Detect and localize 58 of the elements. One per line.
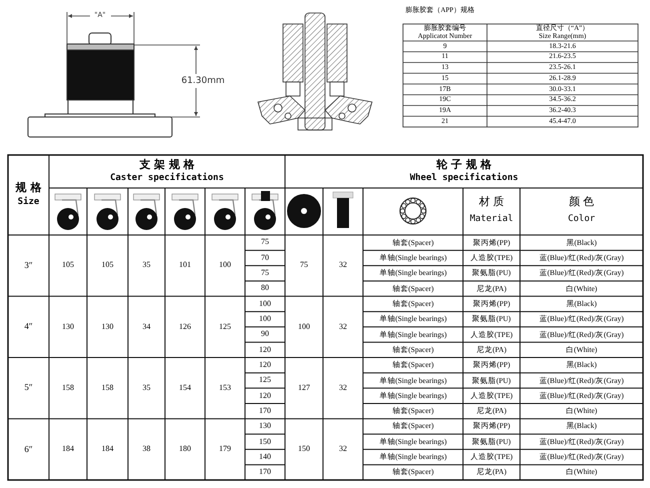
size-label: 5″	[24, 383, 33, 393]
table-value: 170	[259, 468, 271, 477]
table-value: 184	[62, 445, 74, 454]
table-value: 140	[259, 452, 271, 462]
column-header: Caster specifications	[110, 174, 224, 184]
column-header: Material	[470, 215, 514, 225]
table-value: 125	[219, 322, 231, 332]
table-value: 130	[62, 322, 74, 332]
size-label: 3″	[24, 260, 33, 270]
table-value: 127	[298, 384, 310, 392]
table-value: 32	[339, 322, 347, 332]
table-value: 120	[259, 360, 271, 370]
table-value: 179	[219, 445, 231, 454]
table-value: 32	[339, 261, 347, 270]
table-value: 70	[261, 254, 269, 262]
table-value: 100	[259, 300, 271, 308]
table-value: 35	[142, 261, 150, 270]
column-header: 材 质	[478, 196, 504, 208]
table-value: 34	[142, 322, 150, 332]
table-value: 184	[102, 445, 114, 454]
table-value: 105	[62, 261, 74, 270]
table-value: 32	[339, 445, 347, 454]
table-value: 105	[102, 261, 114, 270]
table-value: 126	[179, 322, 191, 332]
table-value: 100	[219, 261, 231, 270]
column-header: 轮 子 规 格	[436, 158, 492, 170]
table-value: 120	[259, 392, 271, 400]
column-header: 规 格	[16, 182, 42, 194]
column-header: 颜 色	[568, 196, 594, 208]
table-value: 130	[102, 322, 114, 332]
table-value: 75	[261, 238, 269, 247]
table-value: 125	[259, 376, 271, 385]
table-value: 120	[259, 346, 271, 354]
table-value: 158	[62, 384, 74, 392]
table-value: 170	[259, 406, 271, 416]
column-header: 支 架 规 格	[139, 158, 195, 170]
table-value: 90	[261, 330, 269, 339]
table-value: 35	[142, 384, 150, 392]
table-value: 101	[179, 261, 191, 270]
column-header: Wheel specifications	[410, 174, 518, 184]
table-value: 38	[142, 445, 150, 454]
table-value: 154	[179, 384, 191, 392]
table-value: 153	[219, 384, 231, 392]
table-value: 32	[339, 384, 347, 392]
table-value: 75	[261, 269, 269, 278]
size-label: 4″	[24, 322, 33, 332]
table-value: 75	[300, 261, 308, 270]
size-label: 6″	[24, 444, 33, 454]
table-value: 180	[179, 445, 191, 454]
table-value: 150	[259, 438, 271, 446]
column-header: Size	[18, 198, 40, 208]
column-header: Color	[568, 215, 596, 225]
table-value: 100	[259, 315, 271, 324]
table-value: 158	[102, 384, 114, 392]
table-value: 150	[298, 445, 310, 454]
table-value: 130	[259, 422, 271, 431]
table-value: 100	[298, 322, 310, 332]
table-value: 80	[261, 284, 269, 293]
